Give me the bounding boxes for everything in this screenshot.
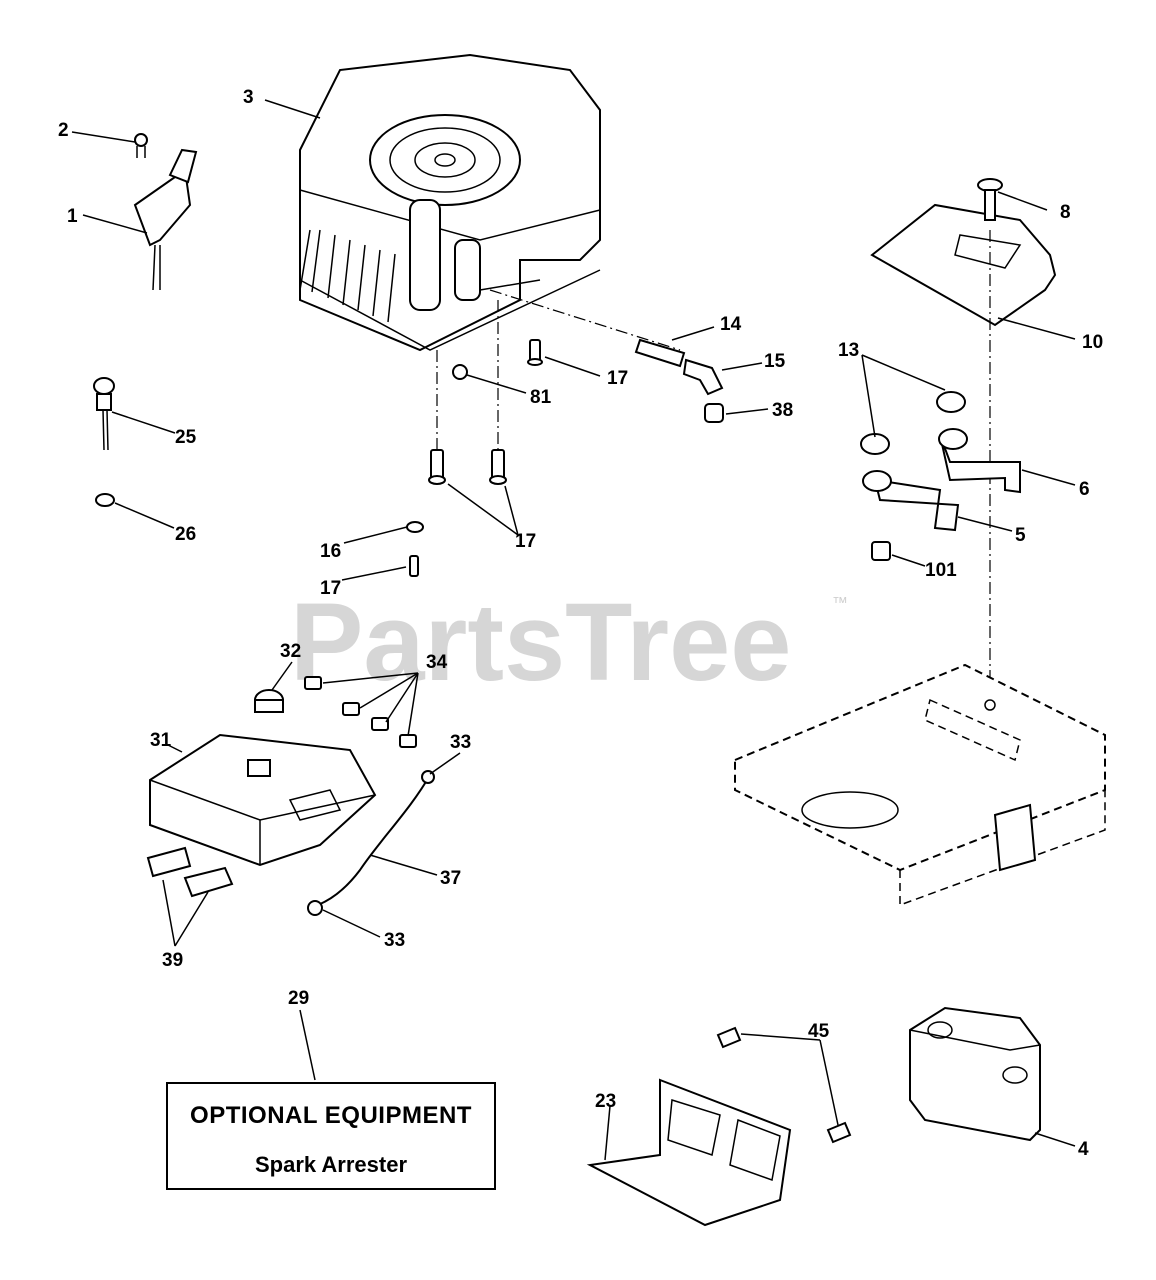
screw-part-2[interactable]	[134, 133, 148, 158]
clamp-part-33-bottom[interactable]	[307, 900, 323, 916]
watermark-trademark: ™	[832, 595, 848, 612]
bolt-part-8[interactable]	[977, 178, 1003, 221]
optional-equipment-box: OPTIONAL EQUIPMENT Spark Arrester	[166, 1082, 496, 1190]
assembly-line-engine-bolts	[436, 300, 499, 450]
elbow-part-15[interactable]	[682, 358, 724, 396]
nut-part-26[interactable]	[95, 493, 115, 507]
bolt-part-17-right[interactable]	[489, 449, 507, 485]
callout-10: 10	[1082, 332, 1103, 353]
callout-17-upper: 17	[607, 368, 628, 389]
cap-part-32[interactable]	[254, 689, 284, 713]
exhaust-pipe-part-6[interactable]	[939, 434, 1021, 494]
breather-tube-part-37[interactable]	[317, 774, 431, 906]
callout-17-lower: 17	[515, 531, 536, 552]
callout-13: 13	[838, 340, 859, 361]
callout-33-top: 33	[450, 732, 471, 753]
exhaust-pipe-part-5[interactable]	[873, 478, 960, 532]
callout-33-bottom: 33	[384, 930, 405, 951]
spark-arrester-part-23[interactable]	[586, 1078, 792, 1227]
pad-part-39[interactable]	[146, 846, 234, 898]
bolt-part-17-upper[interactable]	[527, 339, 543, 366]
callout-81: 81	[530, 387, 552, 408]
air-filter-housing-part-31[interactable]	[149, 733, 377, 867]
heat-shield-part-10[interactable]	[870, 203, 1057, 327]
callout-101: 101	[925, 560, 957, 581]
callout-5: 5	[1015, 525, 1026, 546]
nut-part-101[interactable]	[871, 541, 891, 561]
washer-part-16[interactable]	[406, 521, 424, 533]
callout-17-small: 17	[320, 578, 341, 599]
callout-31: 31	[150, 730, 172, 751]
callout-37: 37	[440, 868, 461, 889]
callout-26: 26	[175, 524, 196, 545]
watermark-text: PartsTree	[290, 581, 791, 704]
callout-3: 3	[243, 87, 254, 108]
callout-2: 2	[58, 120, 69, 141]
callout-34: 34	[426, 652, 448, 673]
callout-14: 14	[720, 314, 742, 335]
ignition-switch-part-1[interactable]	[133, 148, 198, 291]
callout-16: 16	[320, 541, 341, 562]
choke-knob-part-25[interactable]	[93, 377, 115, 451]
callout-4: 4	[1078, 1139, 1089, 1160]
leader-lines	[71, 99, 1076, 1161]
callout-29: 29	[288, 988, 309, 1009]
screw-part-45[interactable]	[716, 1026, 852, 1144]
callout-39: 39	[162, 950, 183, 971]
callout-23: 23	[595, 1091, 616, 1112]
optional-equipment-title: OPTIONAL EQUIPMENT	[190, 1102, 472, 1129]
optional-equipment-item: Spark Arrester	[254, 1152, 408, 1177]
screw-part-17-small[interactable]	[409, 555, 419, 577]
engine-part-3[interactable]	[299, 53, 601, 352]
frame-plate	[734, 663, 1106, 907]
fuel-line-part-14[interactable]	[634, 338, 686, 368]
nut-part-81[interactable]	[452, 364, 468, 380]
callout-15: 15	[764, 351, 786, 372]
callout-25: 25	[175, 427, 197, 448]
muffler-part-4[interactable]	[909, 1006, 1041, 1142]
callout-6: 6	[1079, 479, 1090, 500]
assembly-line-fuel	[489, 289, 681, 351]
callout-45: 45	[808, 1021, 830, 1042]
callout-8: 8	[1060, 202, 1071, 223]
grommet-part-34[interactable]	[304, 676, 417, 748]
fitting-part-38[interactable]	[704, 403, 724, 423]
callout-38: 38	[772, 400, 793, 421]
callout-32: 32	[280, 641, 301, 662]
bolt-part-17-left[interactable]	[428, 449, 446, 485]
callout-1: 1	[67, 206, 78, 227]
